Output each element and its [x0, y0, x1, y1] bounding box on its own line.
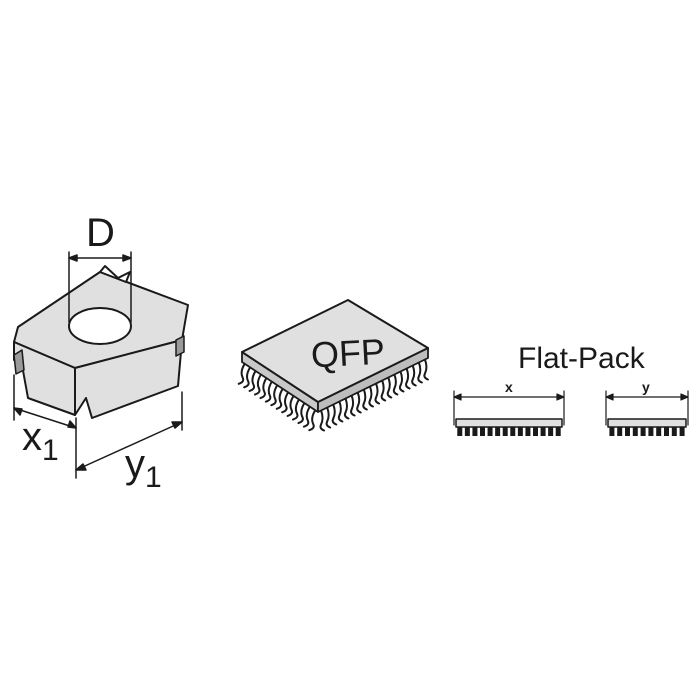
dimension-d [68, 251, 132, 323]
dimension-y1-label: y1 [125, 442, 162, 494]
dimension-y1 [75, 391, 183, 471]
dimension-d-label: D [86, 211, 115, 255]
flat-pack-x-icon [453, 390, 565, 436]
flat-pack-y-icon [605, 390, 689, 436]
flat-pack-y-label: y [642, 379, 650, 395]
qfp-label: QFP [310, 331, 386, 376]
dimension-x1 [13, 374, 77, 479]
qfp-chip-icon [237, 299, 429, 432]
flat-pack-x-label: x [505, 379, 513, 395]
nozzle-icon [13, 265, 189, 419]
flat-pack-title: Flat-Pack [518, 342, 646, 375]
dimension-x1-label: x1 [22, 415, 59, 467]
